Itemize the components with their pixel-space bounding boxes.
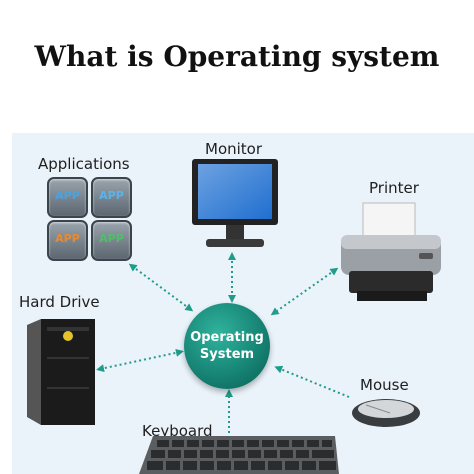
page-title: What is Operating system (34, 40, 440, 73)
operating-system-node: Operating System (184, 303, 270, 389)
mouse-icon (352, 399, 420, 427)
keyboard-label: Keyboard (142, 422, 213, 440)
app-icon: APP (47, 177, 88, 218)
os-label-line2: System (199, 347, 255, 362)
arrow-hard-drive (96, 348, 184, 373)
monitor-icon (192, 159, 278, 247)
applications-label: Applications (38, 155, 130, 173)
os-label-line1: Operating (190, 330, 264, 345)
printer-icon (341, 202, 441, 301)
monitor-label: Monitor (205, 140, 263, 158)
mouse-label: Mouse (360, 376, 409, 394)
app-icon: APP (91, 220, 132, 261)
arrow-mouse (274, 365, 350, 398)
app-icon: APP (91, 177, 132, 218)
hard-drive-label: Hard Drive (19, 293, 100, 311)
connection-arrows (96, 252, 350, 433)
arrow-applications (128, 263, 194, 312)
printer-label: Printer (369, 179, 419, 197)
app-icon: APP (47, 220, 88, 261)
arrow-printer (270, 267, 339, 316)
os-diagram: Applications APP APP APP APP Monitor Pri… (12, 133, 474, 474)
hard-drive-icon (27, 319, 95, 425)
keyboard-icon (139, 436, 339, 474)
